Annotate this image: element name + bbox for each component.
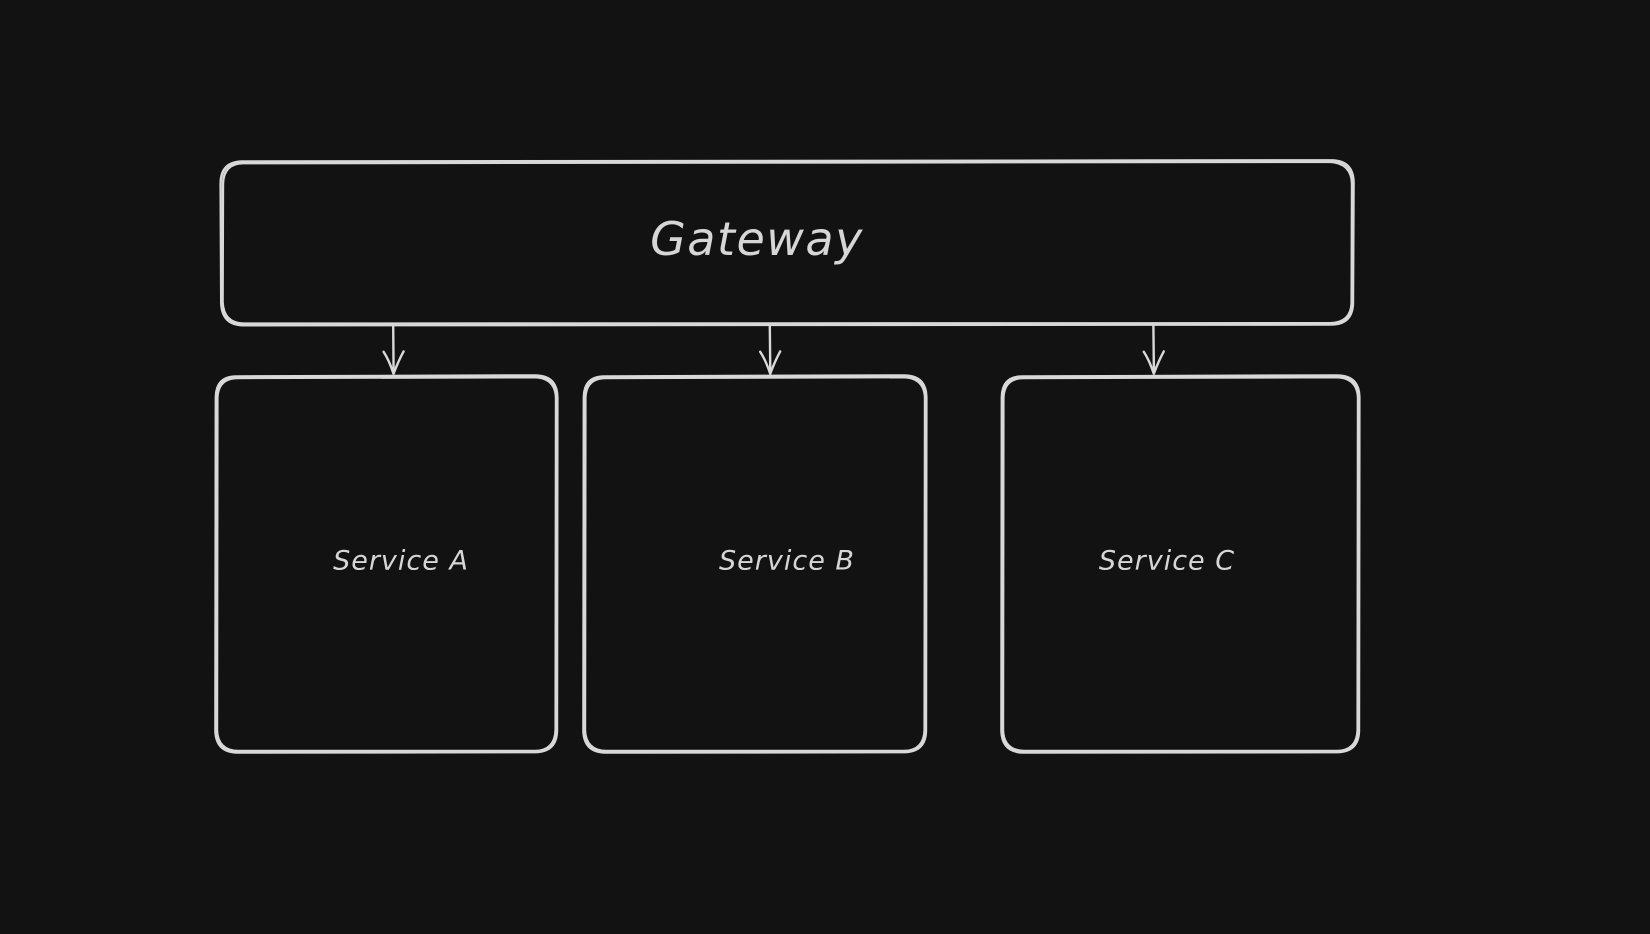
service-c-box[interactable] bbox=[1000, 374, 1361, 754]
service-a-box[interactable] bbox=[214, 374, 559, 754]
edge-gateway-to-service-b bbox=[759, 324, 782, 375]
gateway-box[interactable] bbox=[219, 159, 1355, 327]
service-b-node-label: Service B bbox=[719, 545, 855, 577]
edge-gateway-to-service-a bbox=[382, 324, 405, 375]
gateway-node-label: Gateway bbox=[650, 212, 864, 266]
edge-gateway-to-service-c bbox=[1142, 324, 1165, 375]
service-c-node-label: Service C bbox=[1098, 545, 1236, 577]
service-a-node-label: Service A bbox=[333, 545, 469, 577]
service-b-box[interactable] bbox=[582, 374, 928, 754]
